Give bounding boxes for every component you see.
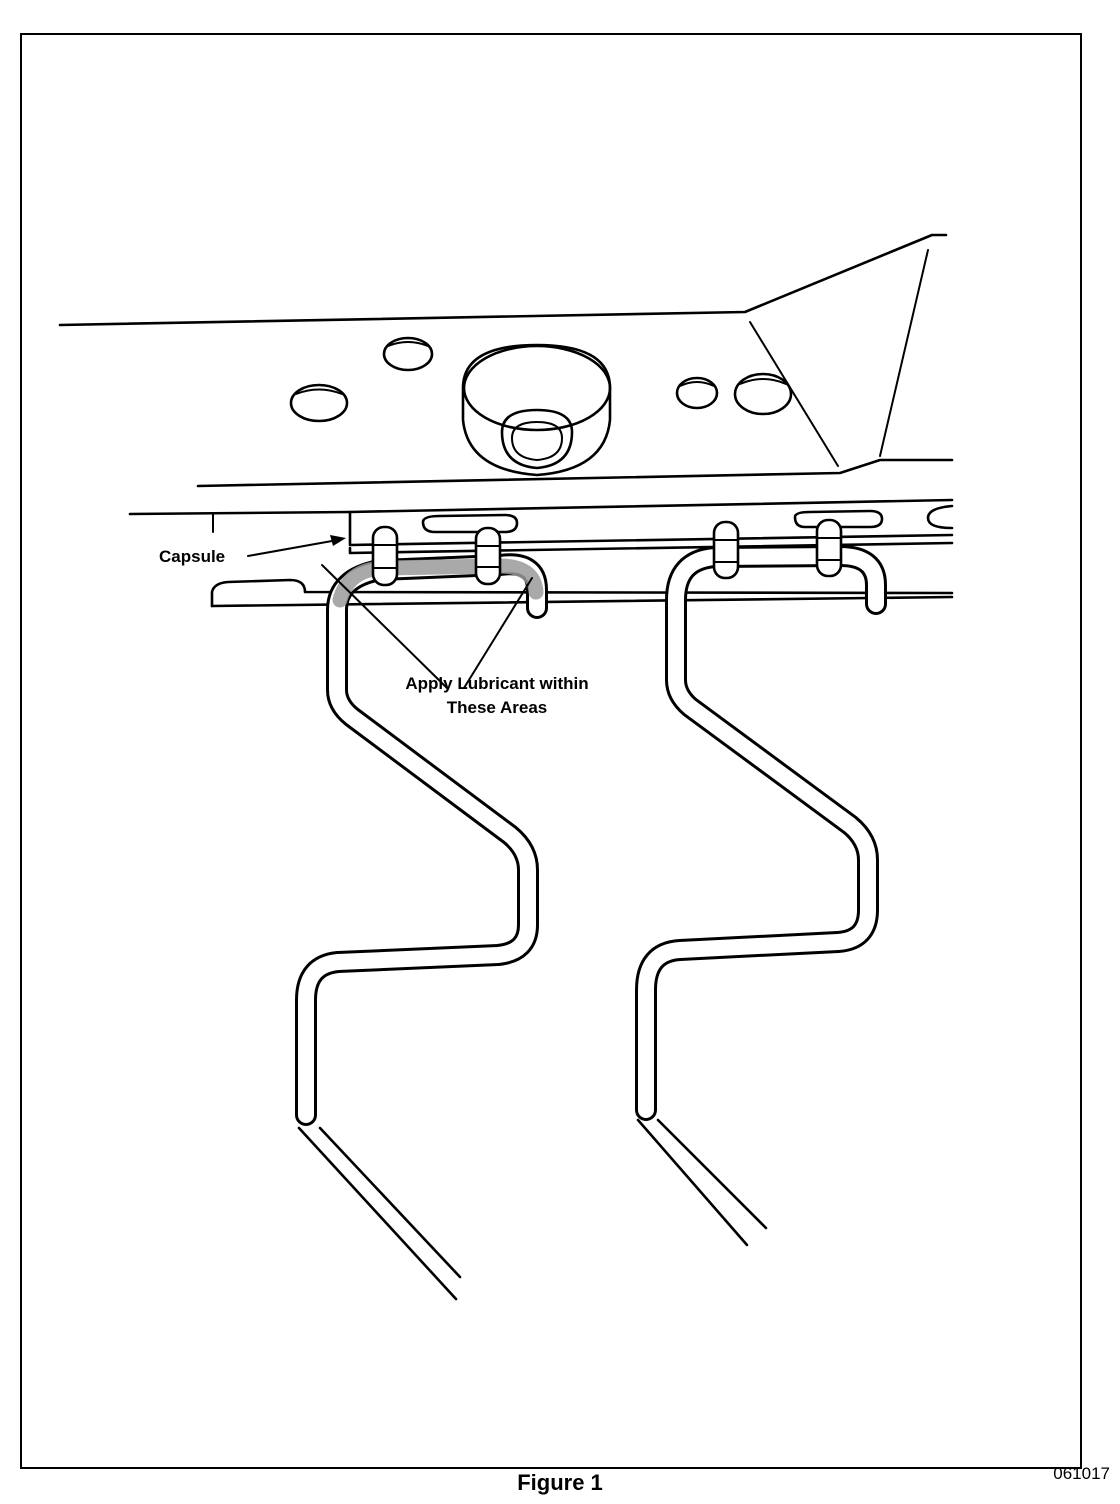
right-rod	[635, 545, 887, 1247]
capsule-label: Capsule	[159, 547, 225, 566]
lubricant-callout: Apply Lubricant within These Areas	[321, 564, 589, 717]
plate-holes	[289, 336, 793, 423]
left-clips	[371, 525, 502, 587]
lubricant-label-line2: These Areas	[447, 698, 547, 717]
capsule-callout: Capsule	[159, 535, 346, 566]
center-bushing	[461, 343, 612, 477]
right-clips	[712, 518, 843, 580]
lower-rail	[128, 498, 954, 608]
housing-plate	[58, 233, 954, 488]
figure-caption: Figure 1	[517, 1470, 603, 1495]
lubricant-label-line1: Apply Lubricant within	[405, 674, 588, 693]
figure-frame	[20, 33, 1082, 1469]
figure-code: 061017	[1053, 1464, 1110, 1483]
